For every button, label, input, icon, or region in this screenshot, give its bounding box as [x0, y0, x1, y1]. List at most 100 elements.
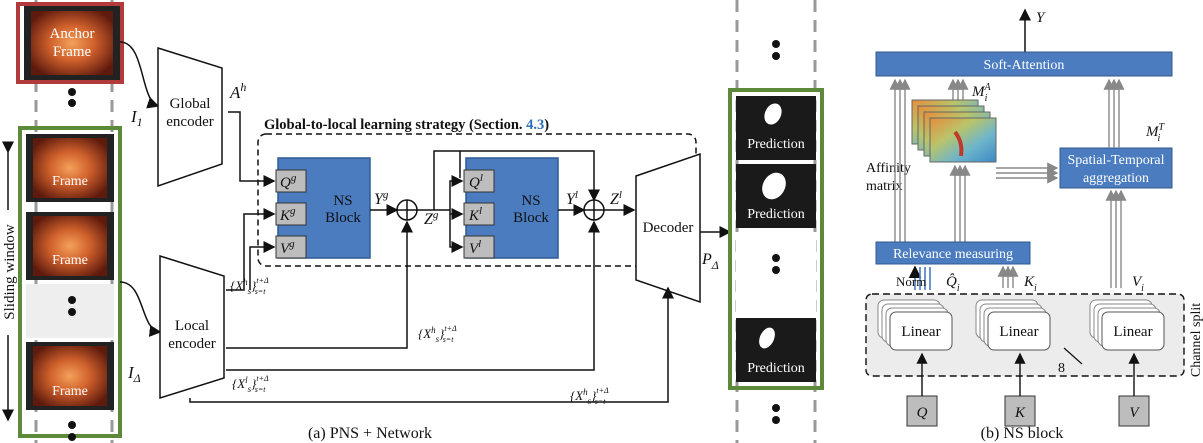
input-V-label: V — [1129, 405, 1140, 421]
norm-label: Norm — [896, 274, 926, 289]
linear-stack-Q: Linear — [877, 299, 953, 351]
Kl: Kl — [468, 205, 482, 224]
sliding-window-label: Sliding window — [2, 224, 18, 320]
ns-block-global-label-1: NS — [333, 193, 352, 209]
K-to-relevance-lines — [997, 265, 1019, 288]
ellipsis-top — [68, 88, 76, 107]
window-frame-1: Frame — [26, 134, 114, 202]
anchor-label-2: Frame — [53, 44, 92, 60]
relevance-to-affinity-lines — [949, 164, 971, 242]
anchor-frame: Anchor Frame — [16, 2, 124, 84]
relevance-measuring-block: Relevance measuring — [875, 241, 1031, 265]
P-label: PΔ — [701, 251, 719, 272]
spatial-temporal-label-1: Spatial-Temporal — [1068, 153, 1165, 168]
spatial-temporal-label-2: aggregation — [1083, 171, 1149, 186]
anchor-to-global-connector — [119, 41, 160, 109]
Kg: Kg — [279, 205, 296, 224]
prediction-3: Prediction — [736, 318, 816, 382]
predictions-border — [728, 88, 824, 390]
window-frame-2: Frame — [26, 212, 114, 280]
Yg-label: Yg — [374, 189, 389, 208]
anchor-label-1: Anchor — [50, 26, 95, 42]
ns-block-local: NS Block Ql Kl Vl — [463, 157, 559, 259]
Q-skip-lines — [889, 78, 911, 250]
affinity-label-1: Affinity — [866, 161, 911, 176]
Vl: Vl — [469, 238, 481, 257]
decoder-label: Decoder — [643, 220, 694, 236]
Zg-skip-to-sum2 — [460, 150, 600, 202]
prediction-label-2: Prediction — [747, 207, 805, 222]
prediction-label-3: Prediction — [747, 361, 805, 376]
local-encoder: Local encoder — [159, 254, 225, 400]
sum-node-1 — [396, 199, 418, 221]
local-to-sum2 — [226, 220, 600, 371]
linear-label-Q: Linear — [901, 324, 940, 340]
affinity-label-2: matrix — [866, 179, 903, 194]
soft-attention-block: Soft-Attention — [875, 51, 1173, 77]
V-to-spatial-lines — [1105, 189, 1127, 288]
spatial-temporal-block: Spatial-Temporal aggregation — [1059, 147, 1173, 189]
ns-block-global-label-2: Block — [325, 210, 361, 226]
Vg: Vg — [280, 238, 295, 257]
Vi-label: Vi — [1132, 274, 1144, 294]
Zg-to-Vl — [449, 214, 464, 253]
caption-b: (b) NS block — [981, 425, 1064, 442]
Zg-to-Ql-route — [433, 150, 461, 210]
ns-block-global: NS Block Qg Kg Vg — [275, 157, 371, 259]
Qhat-label: Q̂i — [946, 273, 960, 294]
sliding-window-arrow: Sliding window — [2, 141, 18, 422]
caption-a: (a) PNS + Network — [308, 425, 432, 442]
global-encoder-label-1: Global — [170, 96, 211, 112]
local-encoder-label-1: Local — [175, 318, 209, 334]
channel-split-label: Channel split — [1189, 303, 1203, 377]
linear-stack-K: Linear — [975, 299, 1051, 351]
frame-label-3: Frame — [52, 384, 88, 399]
feature-A: Ah — [229, 80, 246, 102]
spatial-to-softattn-lines — [1103, 78, 1125, 148]
decoder: Decoder — [635, 152, 701, 304]
predictions-ellipsis-mid — [736, 232, 816, 312]
Zg-to-Kl — [449, 208, 464, 220]
window-to-local-connector — [119, 281, 162, 337]
norm-lines — [908, 265, 931, 290]
sum-node-2 — [583, 199, 605, 221]
global-encoder: Global encoder — [157, 46, 223, 188]
prediction-1: Prediction — [736, 96, 816, 160]
prediction-2: Prediction — [736, 164, 816, 228]
linear-label-V: Linear — [1113, 324, 1152, 340]
split-count: 8 — [1058, 361, 1065, 376]
Zg-label: Zg — [424, 209, 439, 228]
Zl-label: Zl — [610, 189, 622, 208]
global-encoder-label-2: encoder — [166, 114, 213, 130]
ns-block-local-label-1: NS — [521, 193, 540, 209]
Ki-label: Ki — [1023, 274, 1037, 294]
ellipsis-bottom — [68, 421, 76, 441]
Ql: Ql — [469, 172, 483, 191]
local-to-Vg — [249, 241, 276, 290]
frame-label-2: Frame — [52, 253, 88, 268]
prediction-label-1: Prediction — [747, 137, 805, 152]
A-to-Qg — [228, 111, 276, 187]
predictions-ellipsis-top — [772, 40, 780, 60]
input-I1: I1 — [130, 107, 143, 129]
window-frame-3: Frame — [26, 342, 114, 410]
local-to-sum1 — [226, 220, 413, 349]
local-encoder-label-2: encoder — [168, 336, 215, 352]
input-K-label: K — [1014, 405, 1026, 421]
local-to-Kg — [226, 208, 276, 291]
input-Q-box: Q — [906, 395, 938, 427]
Yl-label: Yl — [566, 189, 578, 208]
Qg: Qg — [280, 172, 297, 191]
input-Idelta: IΔ — [127, 363, 141, 385]
affinity-matrix — [911, 99, 997, 163]
ns-block-local-label-2: Block — [513, 210, 549, 226]
affinity-to-softattn-lines — [947, 78, 969, 100]
